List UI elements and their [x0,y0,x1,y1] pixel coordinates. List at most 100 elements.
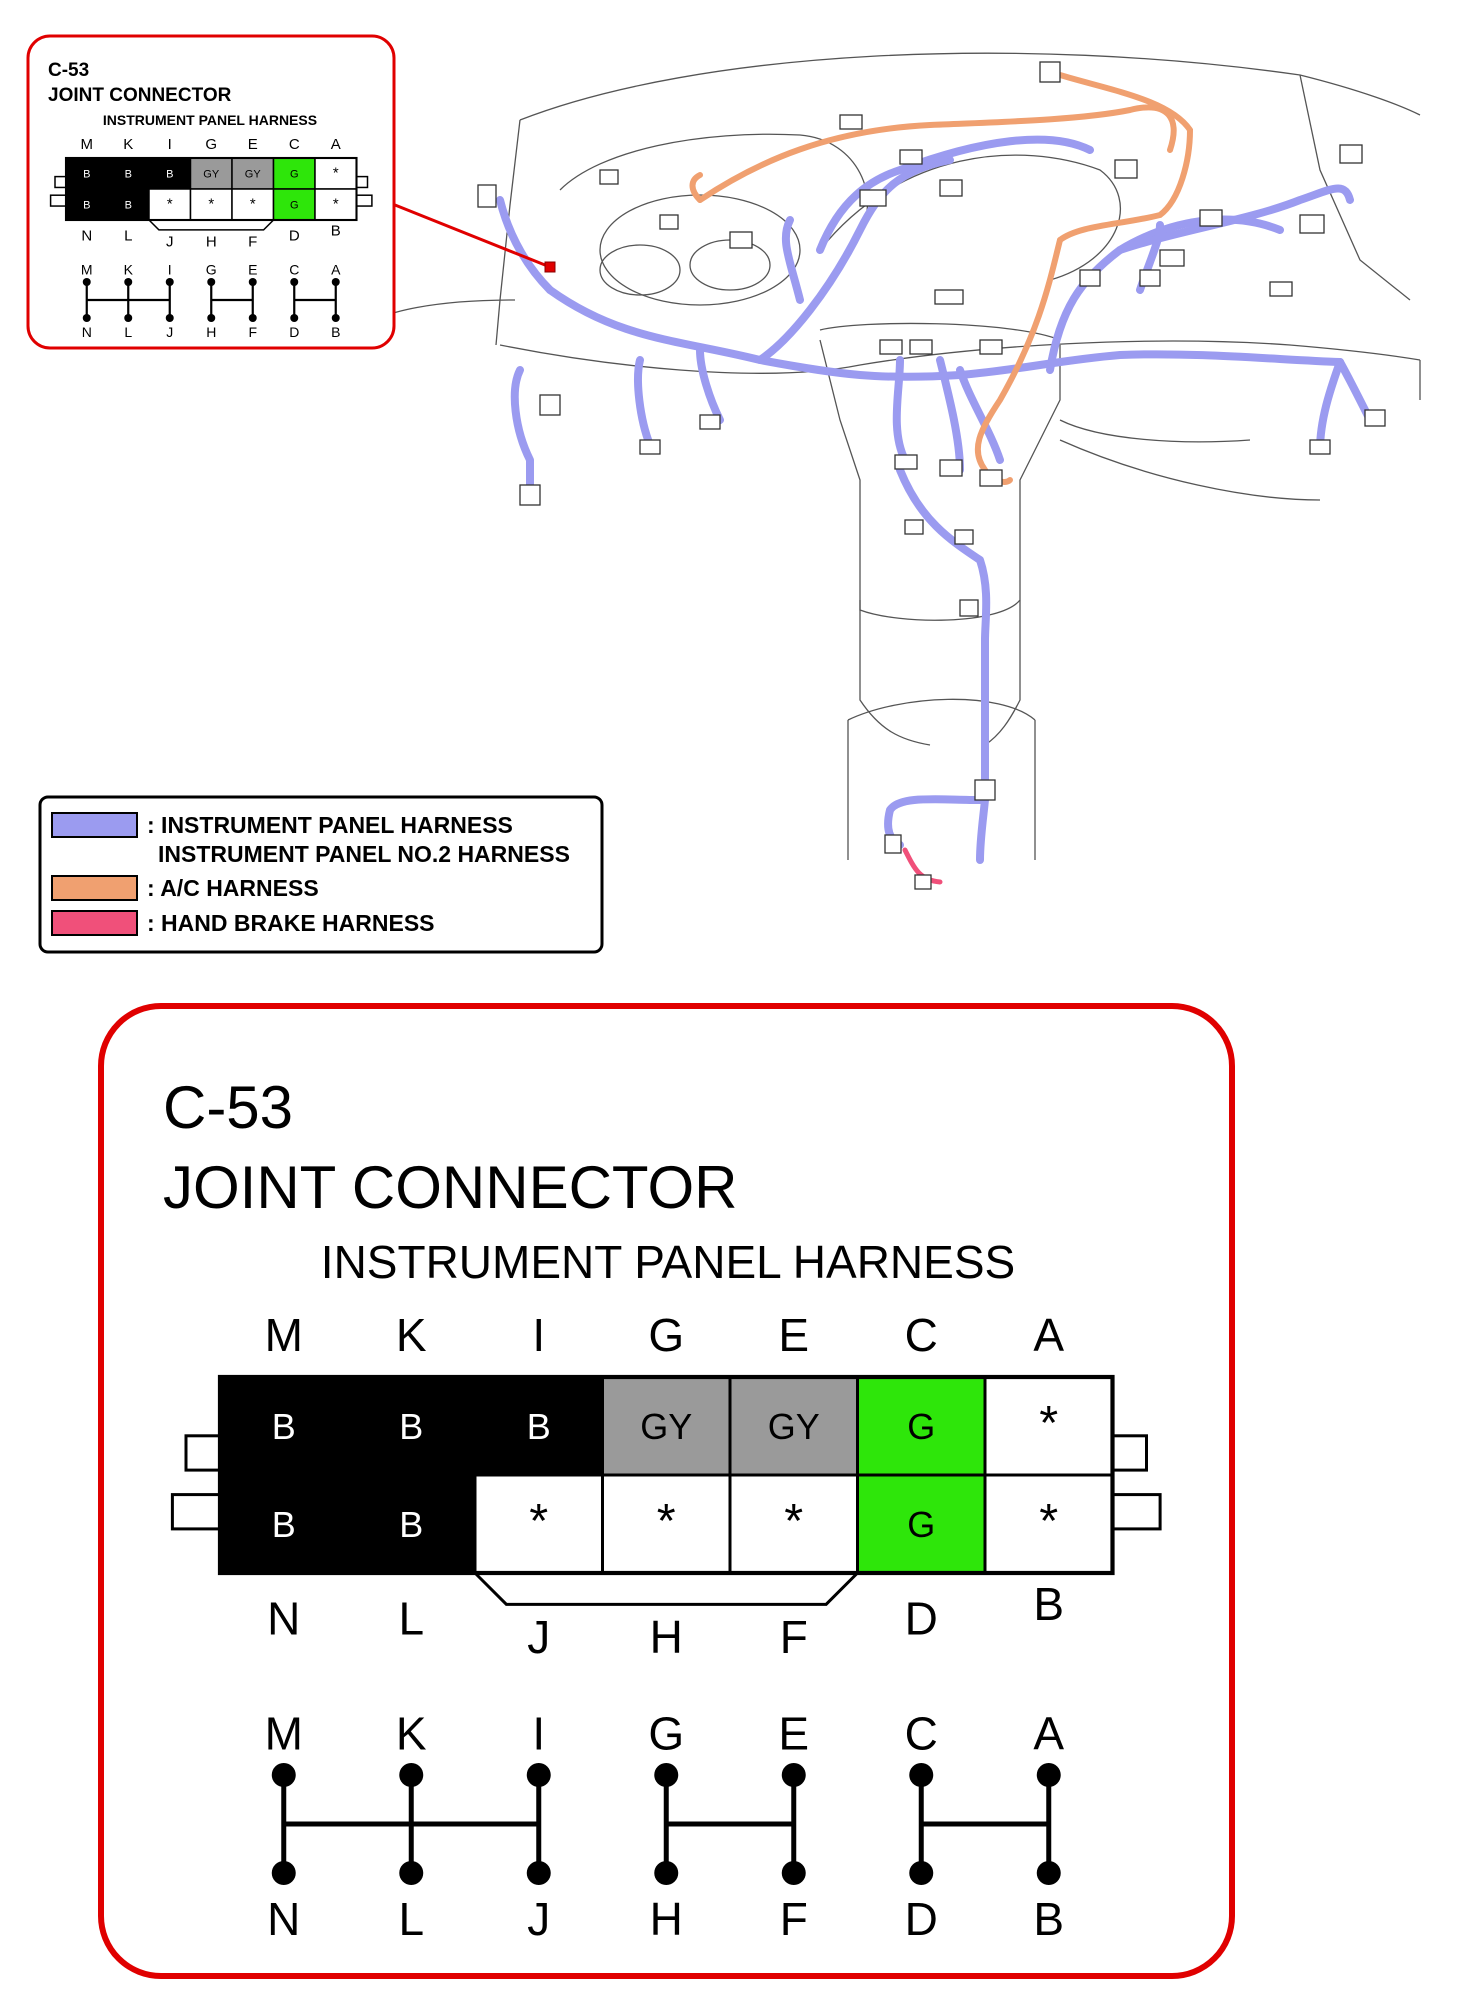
wire-color-label-n: B [83,199,90,211]
pin-cell-j [473,1473,604,1575]
pin-cell-l [346,1473,477,1575]
wire-color-label-g: GY [640,1406,692,1447]
joint-label-bottom-b: B [331,324,340,340]
pin-label-top-m: M [81,136,94,153]
pin-label-bottom-d: D [905,1593,938,1645]
joint-node-l [124,314,133,322]
joint-label-bottom-f: F [780,1893,808,1945]
pin-label-bottom-l: L [398,1593,424,1645]
wire-color-label-a: * [1039,1396,1058,1450]
pin-cell-a [314,157,358,190]
pin-label-bottom-f: F [248,233,257,250]
wire-color-label-g: GY [203,168,220,180]
wire-color-label-l: B [125,199,132,211]
pin-cell-a [983,1375,1114,1477]
joint-node-f [781,1861,806,1885]
joint-node-j [165,314,174,322]
callout-small-harness: INSTRUMENT PANEL HARNESS [103,112,317,128]
joint-node-d [909,1861,934,1885]
ip-harness-routes [496,135,1374,864]
latch-right-top [1111,1434,1148,1472]
wire-color-label-d: G [290,199,299,211]
joint-node-i [526,1763,551,1787]
wire-color-label-j: * [167,196,173,212]
pin-cell-b [314,188,358,221]
pin-label-bottom-n: N [267,1593,300,1645]
joint-node-g [207,278,216,286]
callout-large-harness: INSTRUMENT PANEL HARNESS [321,1236,1015,1288]
pin-label-bottom-n: N [81,227,92,244]
joint-label-top-a: A [1033,1708,1064,1760]
pin-cell-c [272,157,316,190]
wire-color-label-h: * [208,196,214,212]
callout-large-name: JOINT CONNECTOR [163,1154,737,1221]
latch-right-top [355,175,369,189]
wire-color-label-a: * [333,165,339,181]
callout-large: C-53 JOINT CONNECTOR INSTRUMENT PANEL HA… [98,1003,1235,1979]
wire-color-label-k: B [125,168,132,180]
wire-color-label-m: B [83,168,90,180]
connector-keyway [473,1571,859,1606]
wire-color-label-h: * [657,1494,676,1548]
joint-node-j [526,1861,551,1885]
wire-color-label-i: B [527,1406,551,1447]
legend-swatch-ac-harness [51,875,138,901]
callout-large-id: C-53 [163,1074,293,1141]
joint-label-bottom-d: D [905,1893,938,1945]
joint-node-c [909,1763,934,1787]
pin-cell-i [473,1375,604,1477]
pin-label-top-c: C [905,1309,938,1361]
pin-cell-d [856,1473,987,1575]
pin-label-bottom-b: B [331,223,341,240]
wire-color-label-f: * [250,196,256,212]
joint-node-k [124,278,133,286]
joint-label-bottom-f: F [248,324,257,340]
pin-label-bottom-h: H [650,1611,683,1663]
joint-node-i [165,278,174,286]
pin-label-top-g: G [648,1309,684,1361]
pin-label-bottom-d: D [289,227,300,244]
wire-color-label-c: G [290,168,299,180]
wire-color-label-j: * [529,1494,548,1548]
joint-node-l [399,1861,424,1885]
joint-node-e [248,278,257,286]
latch-left-top [184,1434,222,1472]
joint-label-top-i: I [532,1708,545,1760]
wire-color-label-c: G [907,1406,935,1447]
joint-node-d [290,314,299,322]
legend-swatch-hand-brake-harness [51,910,138,936]
latch-left-top [54,175,67,189]
pin-cell-e [728,1375,859,1477]
wire-color-label-n: B [272,1504,296,1545]
pin-label-bottom-f: F [780,1611,808,1663]
pin-label-bottom-j: J [527,1611,550,1663]
pin-label-top-c: C [289,136,300,153]
pin-label-top-g: G [205,136,217,153]
pin-cell-h [601,1473,732,1575]
joint-node-a [1036,1763,1061,1787]
joint-node-m [82,278,91,286]
joint-label-top-k: K [396,1708,427,1760]
pin-label-bottom-l: L [124,227,132,244]
joint-node-b [331,314,340,322]
joint-label-top-m: M [265,1708,303,1760]
hand-brake-route [902,847,943,885]
joint-label-top-g: G [206,261,217,277]
joint-label-bottom-n: N [267,1893,300,1945]
joint-label-top-c: C [905,1708,938,1760]
callout-small-name: JOINT CONNECTOR [48,85,232,106]
pin-label-bottom-h: H [206,233,217,250]
joint-node-c [290,278,299,286]
harness-legend: : INSTRUMENT PANEL HARNESS INSTRUMENT PA… [38,795,604,954]
joint-node-n [82,314,91,322]
joint-node-b [1036,1861,1061,1885]
joint-label-bottom-n: N [82,324,92,340]
joint-node-g [654,1763,679,1787]
pin-label-top-i: I [168,136,172,153]
joint-label-top-k: K [124,261,134,277]
wire-color-label-k: B [399,1406,423,1447]
legend-label-hand-brake-harness: : HAND BRAKE HARNESS [147,910,435,936]
